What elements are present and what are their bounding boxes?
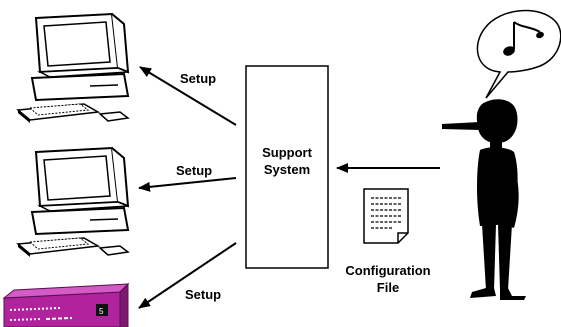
support-system-label-line2: System [264,162,310,177]
arrow-to-middle-computer [138,177,237,192]
setup-label-middle: Setup [176,163,212,178]
configuration-file-label-line1: Configuration [345,263,430,278]
music-note-icon [503,21,544,56]
network-device: 5 [2,282,130,327]
computer-middle [16,146,130,257]
support-system-box [245,65,329,269]
desktop-computer-icon [16,12,130,123]
desktop-computer-icon [16,146,130,257]
arrow-to-network-device [138,242,237,309]
setup-label-bottom: Setup [185,287,221,302]
device-display: 5 [99,307,104,316]
configuration-file-label-line2: File [377,280,399,295]
speech-bubble [476,9,561,99]
person-figure [442,99,526,300]
support-system-label-line1: Support [262,145,312,160]
person-silhouette-icon [442,99,526,300]
computer-top [16,12,130,123]
configuration-file: Configuration File [345,188,431,295]
arrow-to-top-computer [139,66,237,126]
network-switch-icon: 5 [2,282,130,327]
speech-bubble-music-note-icon [476,9,561,99]
document-icon [363,188,409,244]
setup-label-top: Setup [180,71,216,86]
